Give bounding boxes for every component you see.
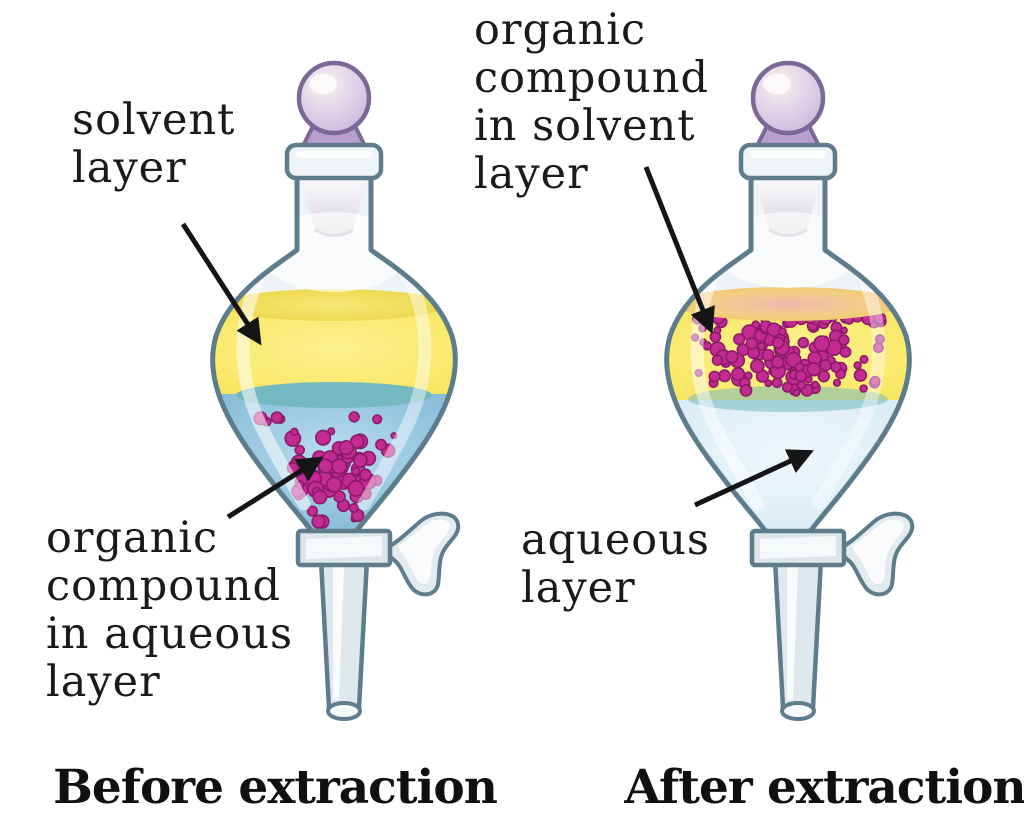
layer-interface-after <box>688 386 888 412</box>
compound-dot <box>708 370 721 383</box>
compound-dot <box>819 359 832 372</box>
compound-dot <box>331 458 348 475</box>
compound-dot <box>359 468 372 482</box>
compound-dot <box>375 438 387 451</box>
compound-dot <box>372 414 383 425</box>
label-organic-in-solvent: organic compound in solvent layer <box>474 5 710 200</box>
label-organic-in-aqueous: organic compound in aqueous layer <box>46 513 294 708</box>
arrow-organic-in-solvent <box>643 166 715 335</box>
compound-dot <box>711 354 724 366</box>
compound-dot <box>333 490 346 503</box>
compound-dot <box>869 375 881 387</box>
layer-interface-before <box>236 382 432 408</box>
compound-dot <box>766 322 782 338</box>
glass-highlight <box>714 212 862 288</box>
compound-dot <box>792 388 801 397</box>
compound-dot <box>270 411 284 424</box>
compound-dot <box>290 427 299 436</box>
compound-dot <box>749 358 765 374</box>
stopcock-before <box>295 511 461 597</box>
neck-collar-after <box>738 142 838 181</box>
stopcock-after <box>749 511 915 597</box>
stopper-ball-icon <box>750 60 826 136</box>
compound-dot <box>797 336 810 349</box>
compound-dot <box>839 346 852 358</box>
compound-dot <box>733 333 746 346</box>
compound-dot <box>756 341 766 351</box>
compound-dot <box>352 452 368 468</box>
compound-dot <box>739 383 753 397</box>
compound-dot <box>312 489 328 505</box>
compound-dot <box>702 341 712 351</box>
compound-dot <box>347 479 365 497</box>
compound-dot <box>764 379 773 388</box>
arrow-aqueous-layer <box>693 449 814 508</box>
compound-dot <box>853 368 868 382</box>
compound-dot <box>718 369 732 383</box>
glass-highlight <box>811 277 886 511</box>
neck-collar-before <box>284 142 384 181</box>
compound-dot <box>874 334 885 345</box>
compound-dot <box>390 432 398 440</box>
label-solvent-layer: solvent layer <box>72 95 236 194</box>
label-aqueous-layer: aqueous layer <box>521 515 710 614</box>
funnel-stem-before <box>318 557 370 721</box>
compound-dot <box>781 381 793 393</box>
funnel-contents-before <box>212 176 456 540</box>
compound-dot <box>351 466 361 477</box>
funnel-contents-after <box>666 176 910 540</box>
compound-dot <box>348 411 360 423</box>
compound-dot <box>859 354 869 364</box>
compound-dot <box>830 361 842 373</box>
solvent-surface-after <box>674 287 902 321</box>
compound-dot <box>311 514 326 529</box>
compound-dot <box>778 327 787 336</box>
compound-dot <box>761 348 775 362</box>
compound-dot <box>806 362 822 377</box>
arrow-organic-in-aqueous <box>226 456 324 520</box>
caption-before-extraction: Before extraction <box>53 760 498 815</box>
compound-dot <box>859 384 868 393</box>
compound-dot <box>731 366 746 381</box>
compound-dot <box>327 427 336 436</box>
compound-dot <box>853 361 862 370</box>
compound-dot <box>813 335 831 352</box>
compound-dot <box>306 505 319 517</box>
compound-dot <box>772 336 785 349</box>
compound-dot <box>770 355 785 369</box>
stopper-ball-icon <box>296 60 372 136</box>
compound-dot <box>817 370 830 383</box>
compound-dot <box>315 429 332 446</box>
compound-dot <box>771 377 783 389</box>
compound-dot <box>832 378 842 387</box>
compound-dot <box>348 502 360 514</box>
compound-dot <box>713 326 722 335</box>
compound-dot <box>840 326 848 335</box>
compound-dot <box>811 380 820 389</box>
compound-dot <box>838 334 850 346</box>
compound-dot <box>725 350 739 364</box>
compound-dot <box>794 369 808 383</box>
funnel-stem-after <box>772 557 824 721</box>
compound-dot <box>294 444 306 456</box>
compound-dot <box>318 458 334 474</box>
caption-after-extraction: After extraction <box>624 760 1024 815</box>
annotation-arrows <box>180 166 814 520</box>
solvent-surface-before <box>221 289 447 321</box>
compound-dot <box>325 476 342 493</box>
arrow-solvent-layer <box>180 222 262 346</box>
glass-highlight <box>357 277 432 511</box>
compound-dot <box>338 440 354 456</box>
glass-highlight <box>260 212 408 292</box>
compound-dot <box>745 337 759 350</box>
